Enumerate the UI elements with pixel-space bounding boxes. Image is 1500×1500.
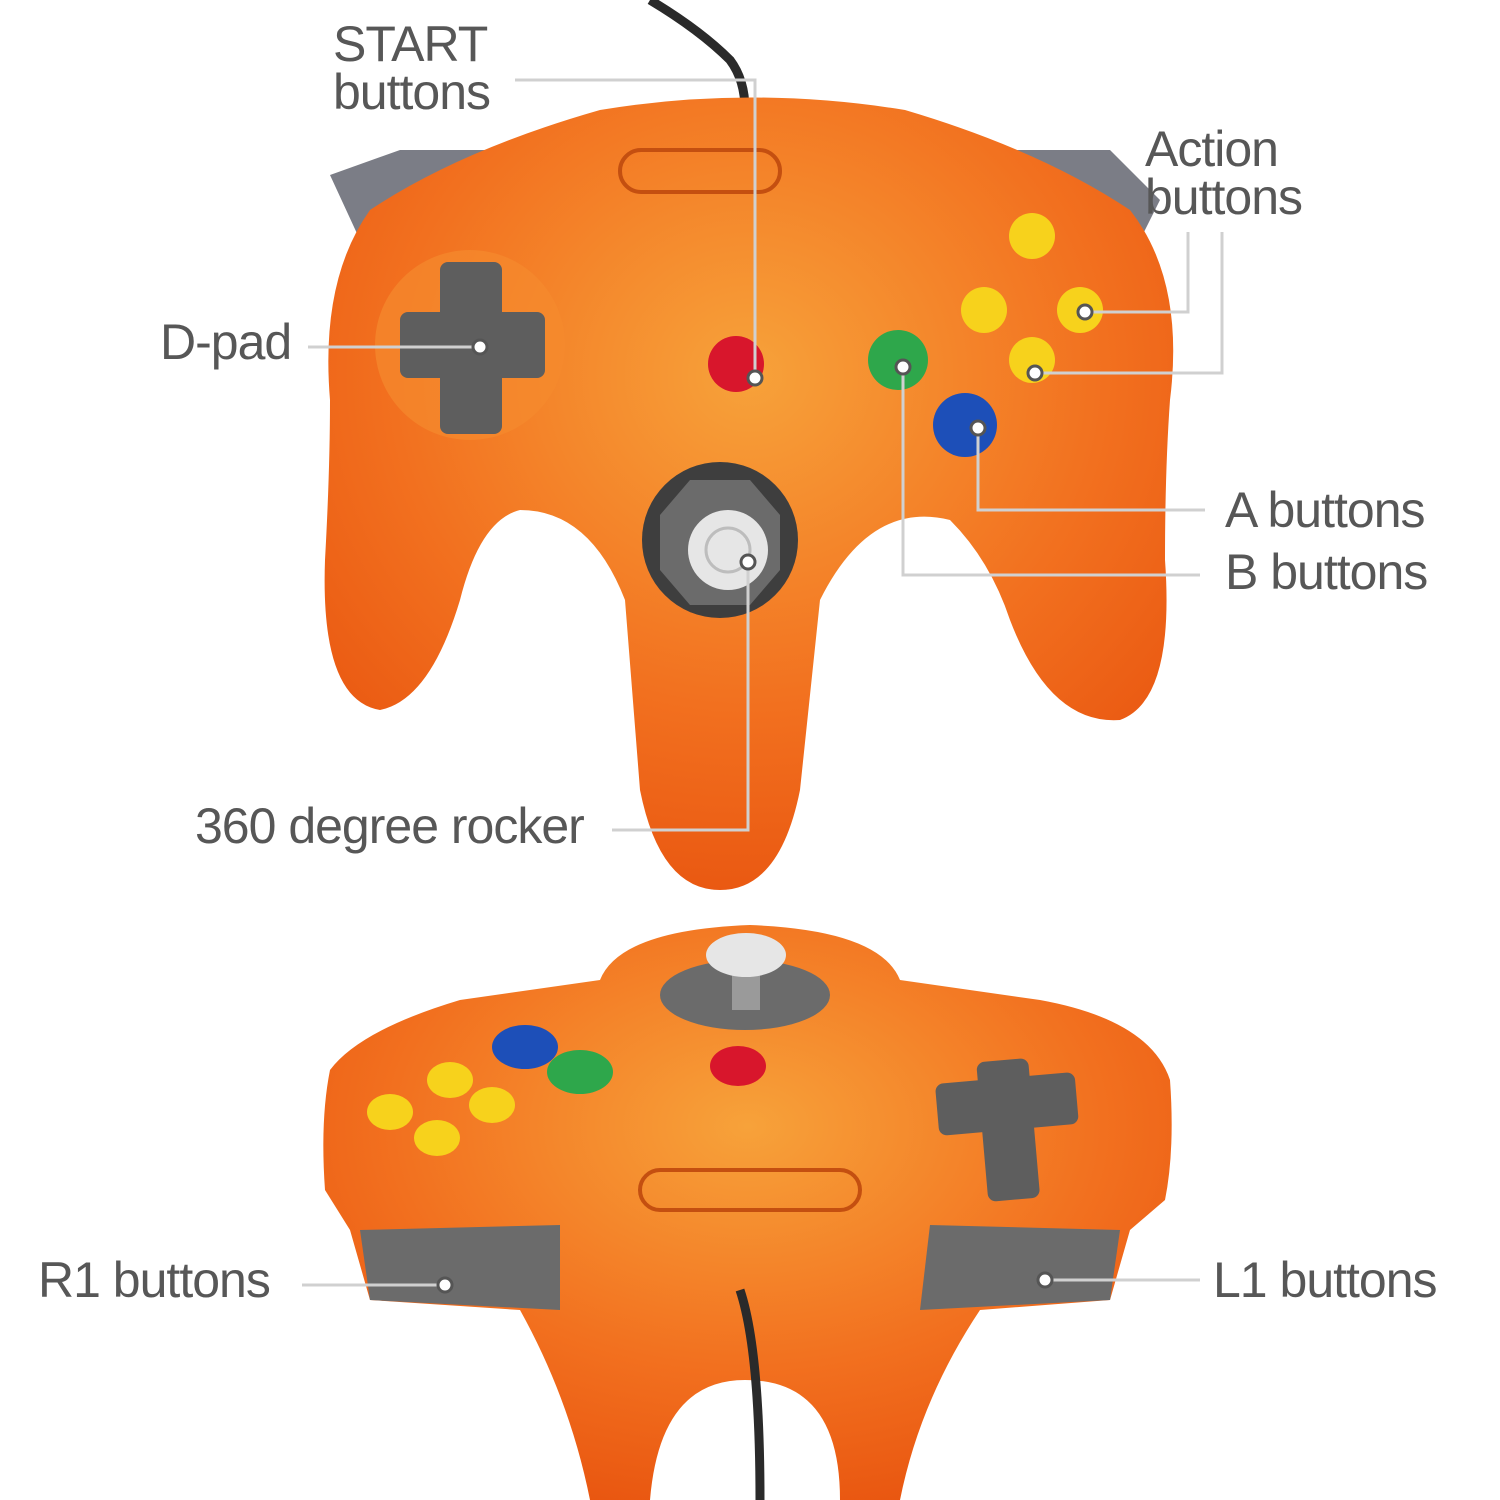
label-line: START bbox=[333, 16, 488, 72]
label-line: buttons bbox=[333, 64, 491, 120]
label-l1-buttons: L1 buttons bbox=[1213, 1252, 1438, 1308]
b-button bbox=[868, 330, 928, 390]
callout-dots bbox=[436, 303, 1094, 1294]
label-a-buttons: A buttons bbox=[1225, 482, 1425, 538]
label-start-buttons: START buttons bbox=[333, 16, 491, 120]
controller-back-view bbox=[323, 925, 1172, 1500]
label-line: Action bbox=[1145, 121, 1279, 177]
leader-lines bbox=[302, 78, 1224, 1287]
a-button bbox=[933, 393, 997, 457]
label-rocker: 360 degree rocker bbox=[195, 798, 585, 854]
label-b-buttons: B buttons bbox=[1225, 544, 1428, 600]
label-line: buttons bbox=[1145, 169, 1303, 225]
cable-top bbox=[647, 0, 750, 111]
label-dpad: D-pad bbox=[160, 314, 292, 370]
label-action-buttons: Action buttons bbox=[1145, 121, 1303, 225]
analog-stick bbox=[642, 462, 798, 618]
controller-front-view bbox=[324, 97, 1174, 890]
label-r1-buttons: R1 buttons bbox=[38, 1252, 271, 1308]
